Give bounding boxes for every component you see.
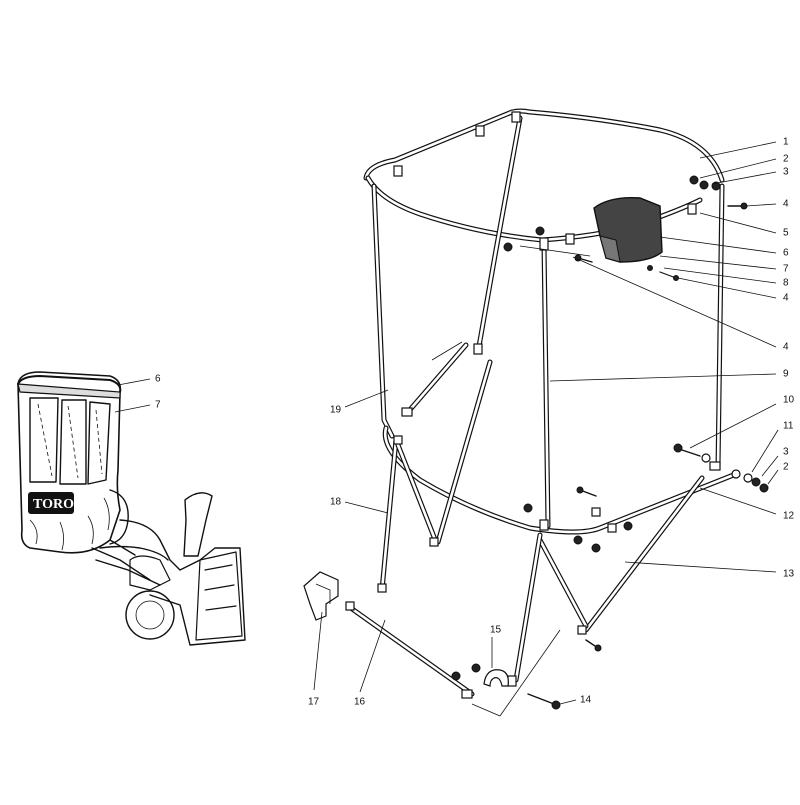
leader-line-c11 — [549, 373, 777, 382]
callout-label-c11: 9 — [783, 369, 789, 380]
leader-line-c3 — [711, 171, 777, 185]
callout-label-c4: 4 — [783, 199, 789, 210]
bracket-17 — [303, 571, 339, 621]
leader-line-c1 — [699, 141, 777, 159]
leader-line-c12 — [689, 403, 777, 449]
leader-line-c23 — [344, 389, 389, 408]
roof-bow-tube — [363, 108, 725, 183]
center-upright-9 — [541, 242, 551, 529]
callout-label-c16: 12 — [783, 511, 795, 522]
alignment-lines — [431, 245, 591, 717]
callout-label-c9: 4 — [783, 293, 789, 304]
lower-bow-12 — [382, 425, 739, 535]
callout-label-c3: 3 — [783, 167, 789, 178]
rear-upright-tube — [475, 115, 523, 355]
leader-line-c20 — [359, 619, 386, 693]
engine-outline — [129, 555, 171, 591]
callout-label-c20: 16 — [354, 697, 366, 708]
callout-label-c2: 2 — [783, 154, 789, 165]
window-right — [87, 401, 111, 485]
callout-label-c15: 2 — [783, 462, 789, 473]
snowthrower-body — [119, 519, 246, 646]
window-mid — [59, 399, 87, 485]
leader-line-c7 — [659, 255, 777, 270]
wheel-hub — [135, 600, 165, 630]
handle-frame — [91, 539, 169, 586]
leader-line-c25 — [114, 404, 151, 413]
cab-folds — [29, 497, 110, 551]
callout-label-c25: 7 — [155, 400, 161, 411]
callout-label-c18: 14 — [580, 695, 592, 706]
callout-label-c24: 6 — [155, 374, 161, 385]
callout-label-c7: 7 — [783, 264, 789, 275]
leader-line-c8 — [663, 267, 777, 284]
wheel — [125, 590, 175, 640]
auger-housing — [195, 551, 243, 641]
callout-label-c19: 15 — [490, 625, 502, 636]
leader-line-c4 — [745, 203, 777, 207]
leader-line-c10 — [572, 256, 777, 348]
leader-line-c13 — [751, 429, 779, 473]
cab-frame — [303, 108, 769, 717]
lower-leg-18 — [379, 437, 439, 593]
roof-band — [17, 383, 121, 399]
leader-line-c17 — [624, 561, 777, 573]
mount-bar-16 — [345, 603, 475, 697]
top-cover — [17, 375, 122, 393]
leader-line-c21 — [313, 611, 323, 691]
leader-line-c18 — [559, 699, 577, 705]
tube-brackets — [345, 111, 721, 699]
inner-brace — [405, 342, 493, 545]
callout-label-c21: 17 — [308, 697, 320, 708]
leader-line-c6 — [659, 236, 777, 254]
callout-label-c14: 3 — [783, 447, 789, 458]
lower-leg-13 — [537, 475, 705, 633]
callout-label-c22: 18 — [330, 497, 342, 508]
leader-line-c22 — [344, 501, 389, 514]
right-rear-upright — [715, 183, 725, 471]
callout-label-c17: 13 — [783, 569, 795, 580]
leader-line-c5 — [699, 212, 777, 234]
cab-side-bulge — [109, 489, 129, 545]
clamp-15 — [483, 669, 509, 687]
top-cover-front — [599, 235, 621, 263]
callout-label-c10: 4 — [783, 342, 789, 353]
window-left — [29, 397, 59, 483]
leader-line-c14 — [761, 455, 779, 477]
logo-text: TORO — [33, 497, 74, 512]
leader-line-c2 — [699, 158, 777, 179]
window-glare — [37, 403, 103, 479]
callout-label-c23: 19 — [330, 405, 342, 416]
leader-line-c15 — [767, 469, 779, 485]
callout-label-c12: 10 — [783, 395, 795, 406]
logo-plate — [28, 492, 74, 514]
leader-line-c16 — [699, 487, 777, 515]
inset-snowthrower-with-cab: TORO — [17, 371, 246, 646]
lower-center-leg — [513, 532, 543, 683]
leader-line-c24 — [117, 378, 151, 386]
callout-label-c1: 1 — [783, 137, 789, 148]
callout-label-c5: 5 — [783, 228, 789, 239]
leader-line-c9 — [677, 277, 777, 299]
upright-tube-19 — [371, 183, 395, 439]
discharge-chute — [183, 492, 213, 557]
cab-outline — [17, 371, 122, 554]
callout-label-c8: 8 — [783, 278, 789, 289]
callout-label-c13: 11 — [783, 421, 794, 432]
callout-label-c6: 6 — [783, 248, 789, 259]
